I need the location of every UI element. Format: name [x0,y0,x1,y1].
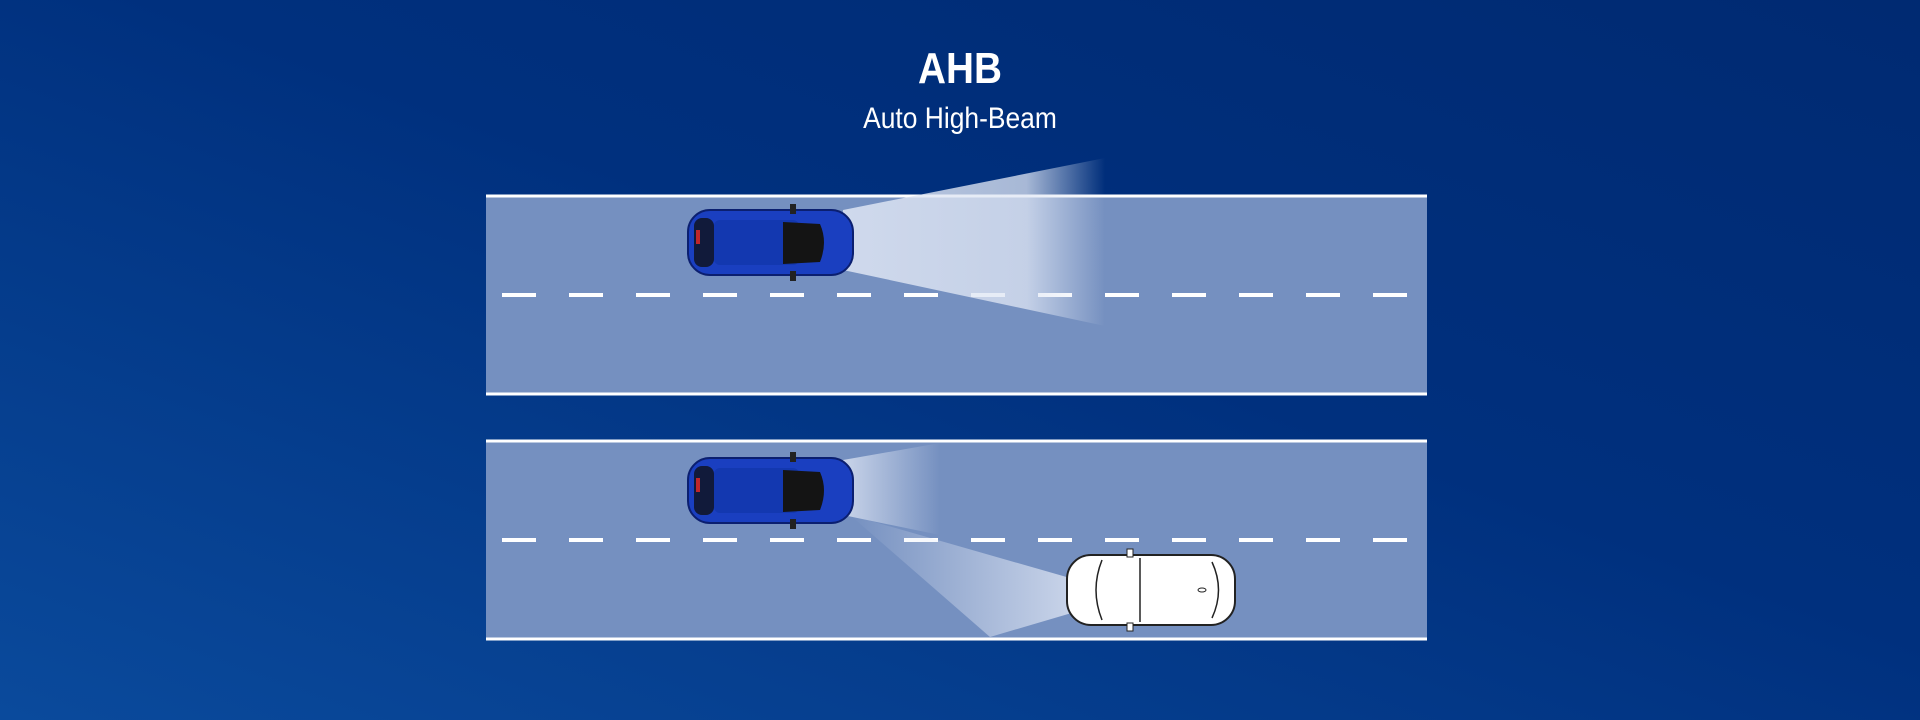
road [486,441,1427,639]
own-car [687,203,854,282]
road-scene-high-beam [486,158,1427,396]
page-subtitle: Auto High-Beam [863,102,1057,135]
page-title: AHB [918,44,1002,93]
road-scene-low-beam [486,439,1427,641]
high-beam-light [843,158,1105,326]
oncoming-car [1066,548,1236,632]
low-beam-light [843,443,940,535]
oncoming-headlight-beam [850,515,1075,637]
own-car [687,451,854,530]
